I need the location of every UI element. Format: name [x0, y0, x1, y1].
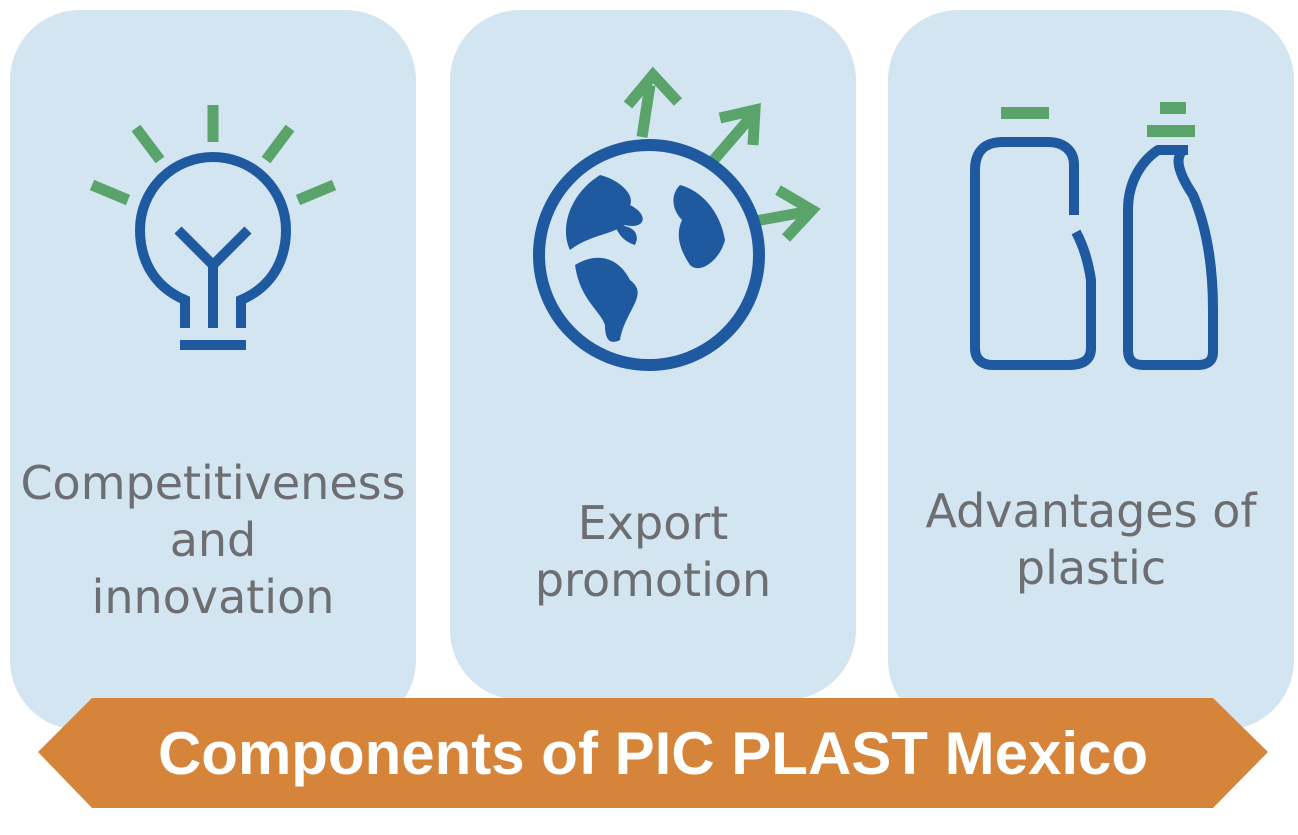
banner-title: Components of PIC PLAST Mexico — [157, 720, 1149, 787]
card-plastic: Advantages of plastic — [888, 10, 1294, 730]
label-line: and — [169, 513, 257, 567]
card-label: Competitiveness and innovation — [10, 455, 416, 626]
globe-arrows-icon — [533, 66, 821, 371]
label-line: Export — [577, 496, 729, 550]
card-label: Export promotion — [450, 495, 856, 609]
label-line: plastic — [1015, 541, 1167, 595]
label-line: Advantages of — [925, 484, 1257, 538]
lightbulb-icon — [89, 105, 337, 350]
label-line: innovation — [91, 570, 335, 624]
card-export: Export promotion — [450, 10, 856, 700]
label-line: Competitiveness — [20, 456, 406, 510]
label-line: promotion — [534, 553, 772, 607]
card-label: Advantages of plastic — [888, 483, 1294, 597]
card-competitiveness: Competitiveness and innovation — [10, 10, 416, 730]
plastic-bottles-icon — [970, 102, 1218, 370]
